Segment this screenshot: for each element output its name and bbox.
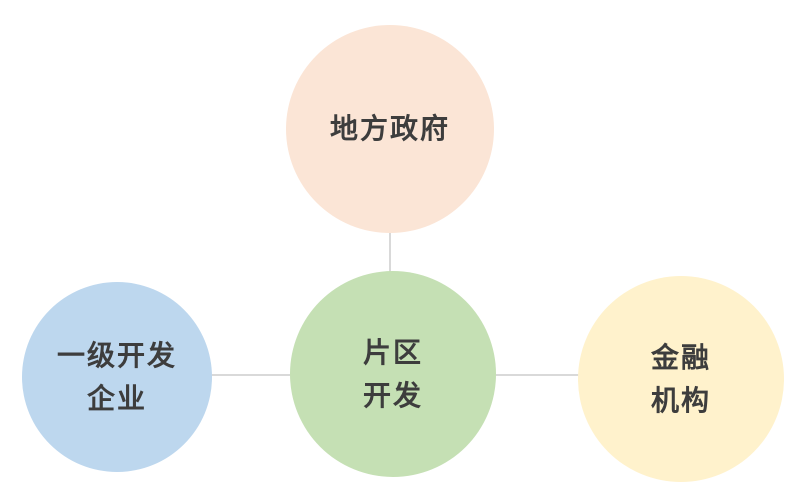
connector-developer-to-district	[117, 374, 394, 376]
label-line: 开发	[362, 380, 423, 411]
label-line: 片区	[362, 336, 423, 368]
node-financial-institution-label: 金融 机构	[651, 336, 711, 423]
connector-government-to-district	[389, 129, 391, 376]
node-primary-development-enterprise: 一级开发 企业	[22, 282, 212, 472]
label-line: 企业	[86, 383, 147, 414]
label-line: 地方政府	[329, 113, 450, 145]
node-primary-development-enterprise-label: 一级开发 企业	[57, 334, 177, 421]
node-local-government-label: 地方政府	[330, 107, 450, 150]
node-district-development-label: 片区 开发	[363, 331, 423, 418]
node-district-development: 片区 开发	[290, 271, 496, 477]
node-financial-institution: 金融 机构	[578, 276, 784, 482]
label-line: 一级开发	[56, 339, 177, 371]
node-local-government: 地方政府	[286, 25, 494, 233]
label-line: 金融	[650, 341, 711, 373]
connector-finance-to-district	[394, 374, 682, 376]
label-line: 机构	[650, 385, 711, 416]
